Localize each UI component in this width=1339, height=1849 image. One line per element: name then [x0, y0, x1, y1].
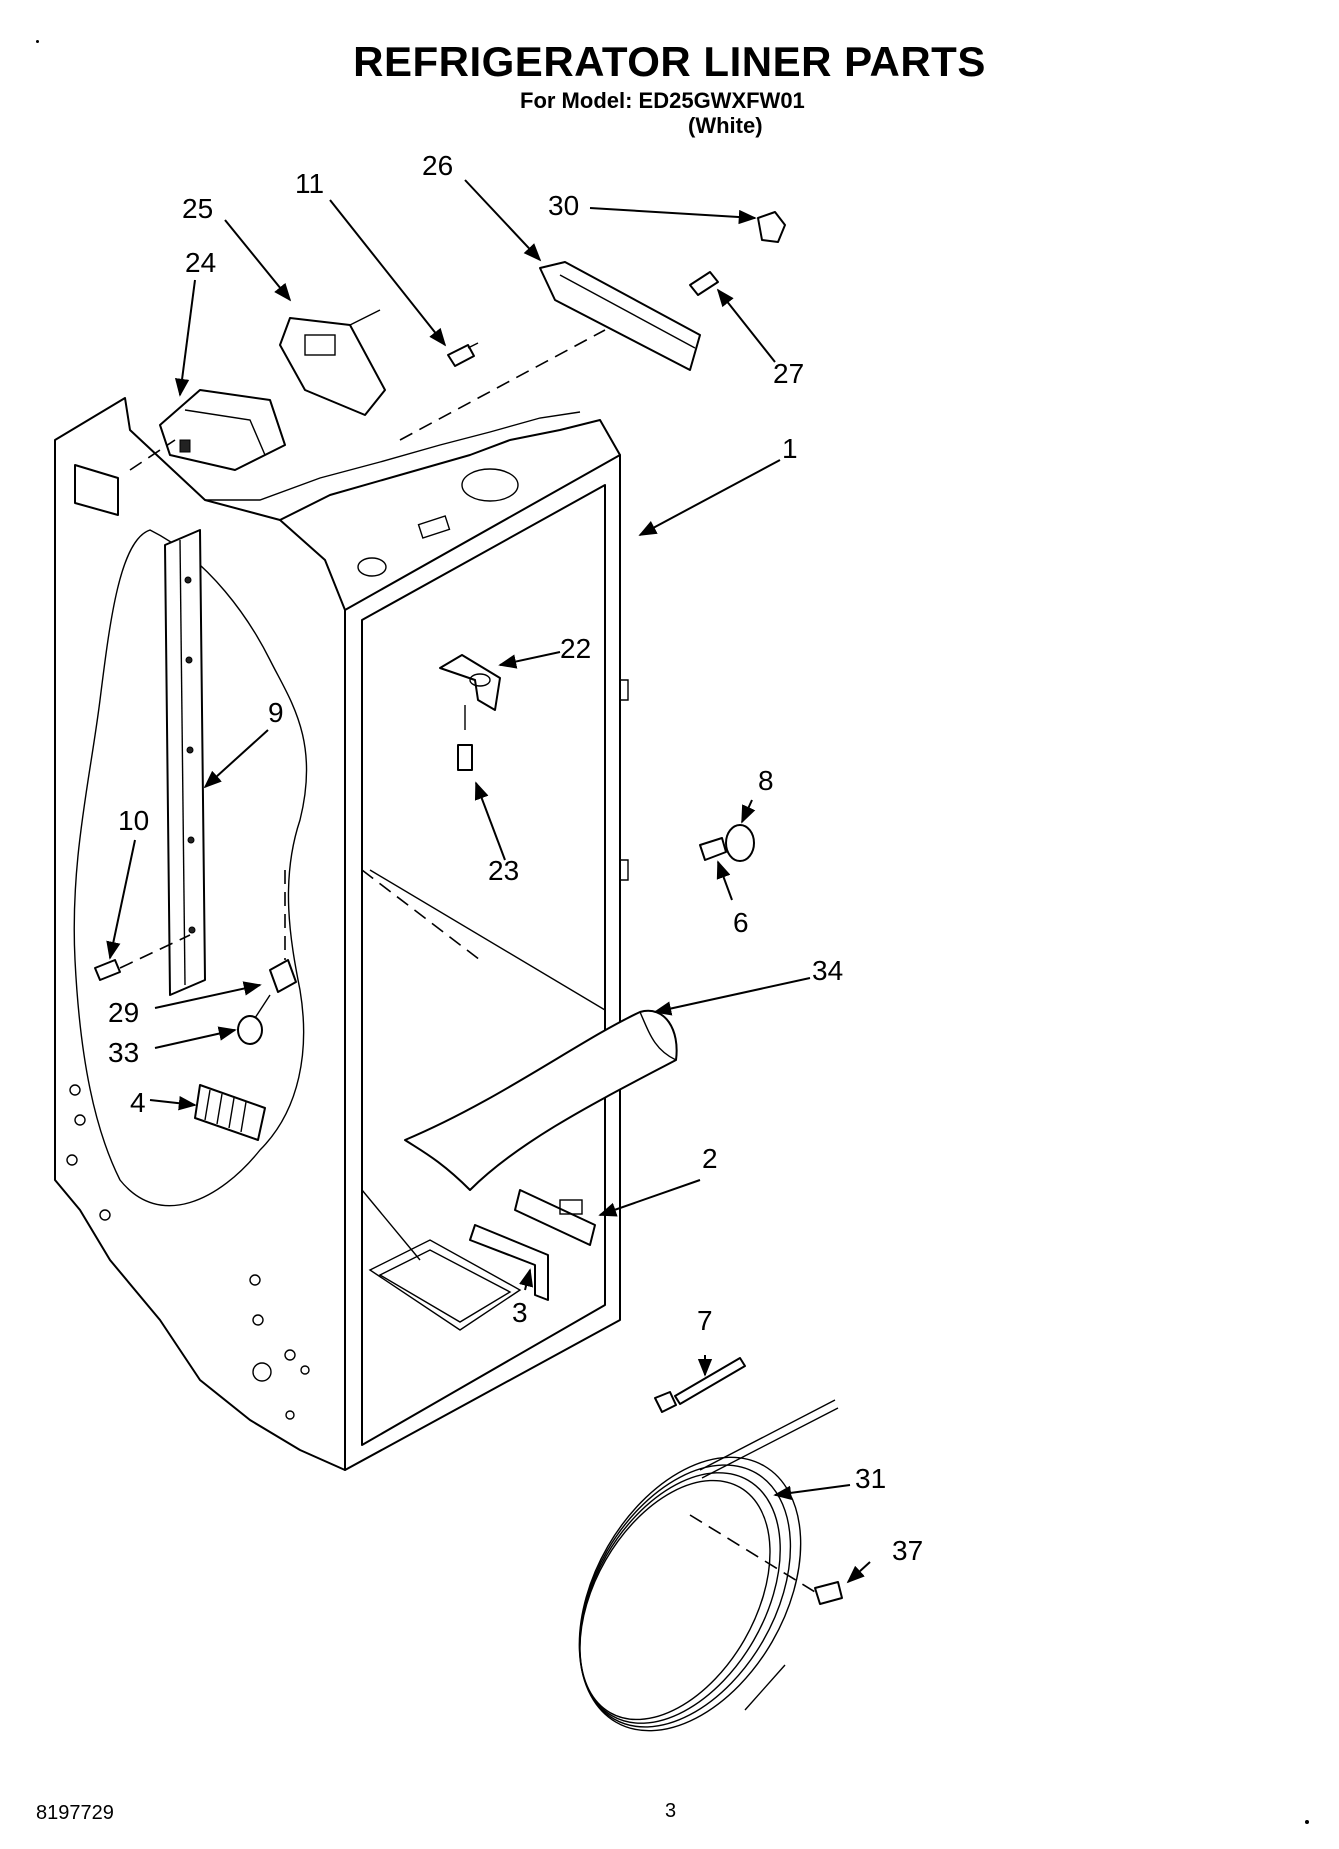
part-37-screw — [814, 1581, 843, 1605]
color-line: (White) — [688, 113, 763, 138]
page-title: REFRIGERATOR LINER PARTS — [353, 38, 986, 85]
corner-mark — [36, 40, 39, 43]
callout-9: 9 — [268, 697, 284, 728]
callout-31: 31 — [855, 1463, 886, 1494]
part-9-rail — [164, 529, 206, 996]
document-number: 8197729 — [36, 1802, 114, 1824]
part-6-screw — [699, 837, 727, 861]
part-11-screw — [447, 342, 479, 367]
part-31-tubing — [578, 1399, 839, 1732]
corner-mark — [1305, 1820, 1309, 1824]
part-2-bracket — [514, 1189, 596, 1246]
callout-24: 24 — [185, 247, 216, 278]
part-8-grommet — [725, 824, 755, 862]
callout-22: 22 — [560, 633, 591, 664]
callout-11: 11 — [295, 168, 324, 199]
callout-8: 8 — [758, 765, 774, 796]
leader-lines — [106, 179, 871, 1584]
part-23-screw — [457, 744, 473, 771]
callout-6: 6 — [733, 907, 749, 938]
part-4-grille — [194, 1084, 266, 1141]
part-3-bracket — [469, 1224, 549, 1301]
callout-37: 37 — [892, 1535, 923, 1566]
callout-3: 3 — [512, 1297, 528, 1328]
model-line: For Model: ED25GWXFW01 — [520, 88, 805, 113]
callout-27: 27 — [773, 358, 804, 389]
part-25-cover — [279, 309, 386, 416]
page-number: 3 — [665, 1800, 677, 1822]
part-33-bulb — [237, 994, 271, 1045]
callout-23: 23 — [488, 855, 519, 886]
callout-33: 33 — [108, 1037, 139, 1068]
callout-1: 1 — [782, 433, 798, 464]
callout-30: 30 — [548, 190, 579, 221]
part-7-tie — [654, 1357, 746, 1413]
callout-4: 4 — [130, 1087, 146, 1118]
callout-25: 25 — [182, 193, 213, 224]
part-29-socket — [269, 870, 297, 993]
part-34-cover — [404, 1009, 678, 1191]
part-10-screw — [94, 934, 191, 981]
callout-26: 26 — [422, 150, 453, 181]
callout-29: 29 — [108, 997, 139, 1028]
part-24-housing — [129, 389, 286, 471]
liner-body — [54, 397, 629, 1471]
callout-34: 34 — [812, 955, 843, 986]
callout-2: 2 — [702, 1143, 718, 1174]
part-30-clip — [757, 211, 786, 243]
part-26-channel — [399, 261, 701, 441]
callout-10: 10 — [118, 805, 149, 836]
callout-7: 7 — [697, 1305, 713, 1336]
part-27-screw — [689, 271, 719, 296]
callout-numbers: 1 2 3 4 6 7 8 9 10 11 22 23 24 25 26 27 … — [108, 150, 923, 1566]
part-22-bracket — [439, 654, 501, 730]
